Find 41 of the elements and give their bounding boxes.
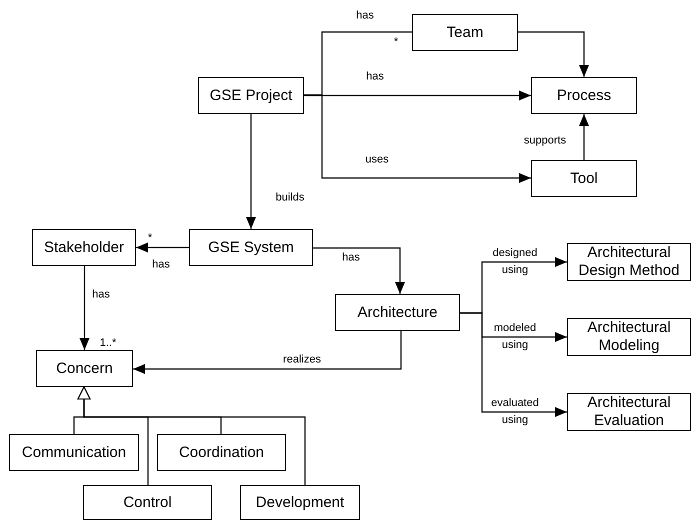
class-box: Architectural Evaluation <box>567 393 691 431</box>
arrow <box>136 242 189 252</box>
class-box: Communication <box>9 434 139 471</box>
multiplicity-label: * <box>394 36 398 48</box>
edge-label: has <box>355 8 375 24</box>
class-box: Stakeholder <box>32 229 136 266</box>
arrow <box>133 331 402 374</box>
class-box: GSE Project <box>198 77 304 114</box>
arrow <box>460 312 567 417</box>
arrow <box>518 31 589 77</box>
edge-label: has <box>341 250 361 266</box>
multiplicity-label: * <box>148 232 152 244</box>
class-box: Process <box>531 77 637 114</box>
arrow <box>304 90 531 100</box>
edge-label: evaluated using <box>490 396 540 428</box>
class-box: Coordination <box>157 434 286 471</box>
class-box: Concern <box>36 350 133 387</box>
edge-label: has <box>151 258 171 272</box>
class-box: Architecture <box>335 294 460 331</box>
arrow <box>80 266 90 350</box>
edge-label: has <box>365 70 385 84</box>
multiplicity-label: 1..* <box>100 337 116 349</box>
edge-label: has <box>91 288 111 302</box>
edge-label: supports <box>522 134 568 148</box>
class-box: Tool <box>531 160 637 197</box>
edge-label: modeled using <box>492 321 538 353</box>
edge-label: uses <box>364 152 390 168</box>
arrow <box>313 247 405 294</box>
arrow <box>304 94 531 183</box>
edge-label: designed using <box>492 246 538 278</box>
class-box: Architectural Modeling <box>567 318 691 356</box>
arrow <box>78 386 306 485</box>
class-box: Team <box>412 14 518 51</box>
edge-label: realizes <box>282 352 322 368</box>
class-box: Architectural Design Method <box>567 243 691 281</box>
edge-label: builds <box>274 190 306 206</box>
arrow <box>246 114 256 229</box>
arrow <box>579 114 589 160</box>
class-box: Control <box>83 485 212 520</box>
class-box: Development <box>240 485 360 520</box>
class-box: GSE System <box>189 229 313 266</box>
